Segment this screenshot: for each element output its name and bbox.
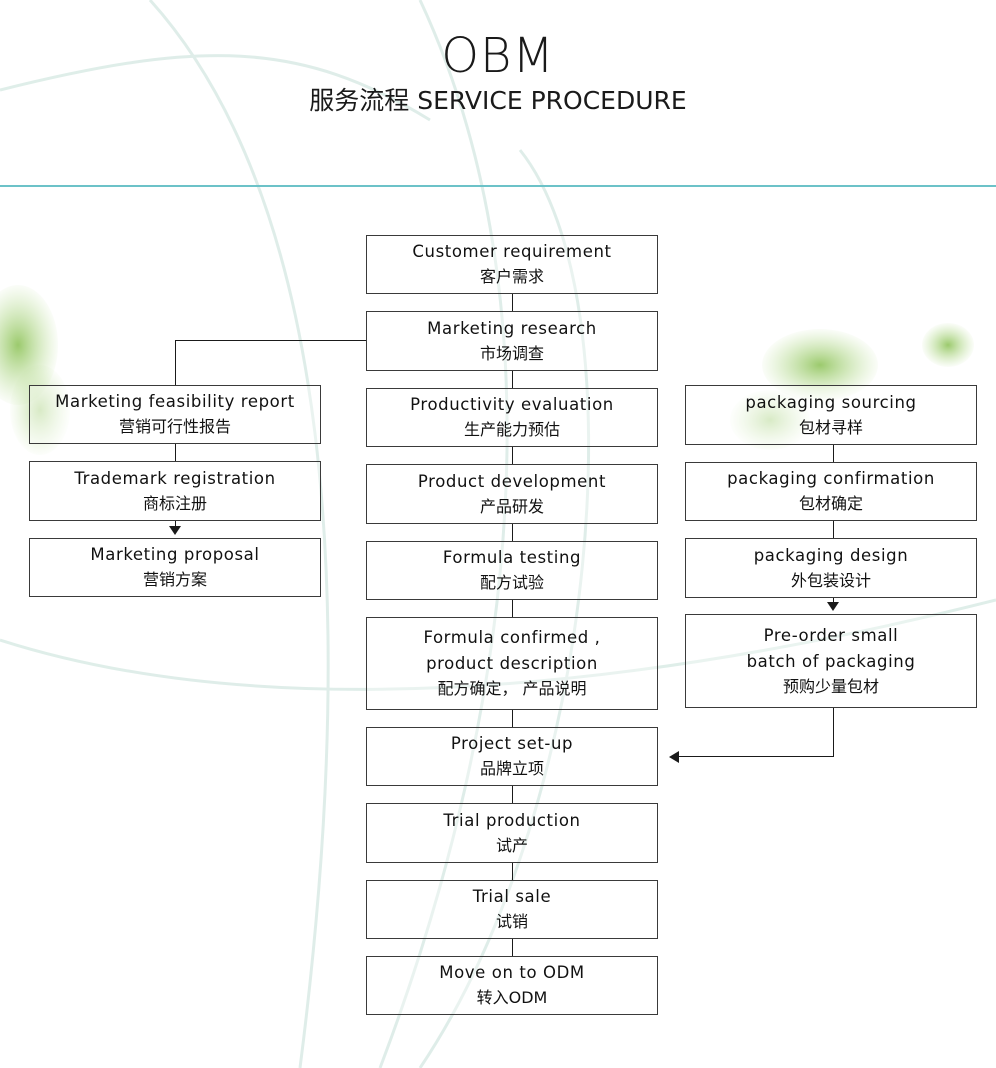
- connector-left-0: [175, 444, 176, 461]
- step-marketing-research: Marketing research 市场调查: [366, 311, 658, 371]
- connector-center-1: [512, 371, 513, 388]
- arrow-down-icon: [827, 602, 839, 611]
- step-label-en: Trial production: [443, 810, 581, 830]
- step-packaging-design: packaging design 外包装设计: [685, 538, 977, 598]
- step-label-en: Move on to ODM: [439, 963, 585, 982]
- step-formula-testing: Formula testing 配方试验: [366, 541, 658, 600]
- step-marketing-feasibility-report: Marketing feasibility report 营销可行性报告: [29, 385, 321, 444]
- step-label-cn: 营销方案: [142, 570, 207, 589]
- step-label-en: packaging confirmation: [727, 469, 935, 488]
- page-title: OBM: [441, 28, 555, 84]
- connector-right-1: [833, 521, 834, 538]
- step-product-development: Product development 产品研发: [366, 464, 658, 524]
- step-productivity-evaluation: Productivity evaluation 生产能力预估: [366, 388, 658, 447]
- step-label-en-line2: batch of packaging: [746, 651, 916, 671]
- arrow-left-icon: [669, 751, 679, 763]
- leaf-right-icon: [730, 323, 974, 450]
- step-packaging-confirmation: packaging confirmation 包材确定: [685, 462, 977, 521]
- step-label-cn: 试产: [495, 835, 528, 855]
- connector-right-exit-horizontal: [678, 756, 834, 757]
- step-label-cn: 品牌立项: [479, 759, 544, 778]
- step-label-en: Marketing proposal: [90, 545, 260, 564]
- step-label-en: Marketing feasibility report: [55, 392, 295, 411]
- step-pre-order-packaging: Pre-order small batch of packaging 预购少量包…: [685, 614, 977, 708]
- step-label-cn: 配方试验: [479, 573, 544, 592]
- connector-center-0: [512, 294, 513, 311]
- connector-right-0: [833, 445, 834, 462]
- step-formula-confirmed: Formula confirmed , product description …: [366, 617, 658, 710]
- step-label-en: Customer requirement: [412, 242, 612, 261]
- step-trademark-registration: Trademark registration 商标注册: [29, 461, 321, 521]
- connector-right-2: [833, 598, 834, 602]
- step-label-cn: 客户需求: [479, 267, 544, 286]
- step-label-cn: 包材确定: [798, 494, 863, 513]
- step-marketing-proposal: Marketing proposal 营销方案: [29, 538, 321, 597]
- connector-center-8: [512, 939, 513, 956]
- step-label-en: Project set-up: [450, 734, 574, 753]
- divider-rule: [0, 185, 996, 187]
- step-label-en: Productivity evaluation: [410, 395, 614, 414]
- step-packaging-sourcing: packaging sourcing 包材寻样: [685, 385, 977, 445]
- connector-left-1: [175, 521, 176, 527]
- step-label-en: Pre-order small: [763, 625, 899, 645]
- step-label-cn: 生产能力预估: [463, 420, 560, 439]
- connector-branch-horizontal: [175, 340, 367, 341]
- step-label-cn: 市场调查: [479, 343, 544, 363]
- arrow-down-icon: [169, 526, 181, 535]
- connector-center-3: [512, 524, 513, 541]
- step-trial-sale: Trial sale 试销: [366, 880, 658, 939]
- step-label-en: Marketing research: [427, 318, 597, 338]
- connector-center-4: [512, 600, 513, 617]
- step-label-cn: 商标注册: [142, 493, 207, 513]
- page-subtitle: 服务流程 SERVICE PROCEDURE: [309, 86, 687, 115]
- leaf-left-icon: [0, 285, 70, 455]
- step-label-en: Formula confirmed ,: [423, 628, 601, 647]
- connector-center-5: [512, 710, 513, 727]
- step-project-setup: Project set-up 品牌立项: [366, 727, 658, 786]
- step-move-to-odm: Move on to ODM 转入ODM: [366, 956, 658, 1015]
- step-label-cn: 预购少量包材: [782, 676, 879, 696]
- step-label-cn: 营销可行性报告: [118, 417, 231, 436]
- connector-center-2: [512, 447, 513, 464]
- connector-center-7: [512, 863, 513, 880]
- step-label-cn: 试销: [495, 912, 528, 931]
- step-label-en: Trademark registration: [74, 468, 276, 488]
- connector-branch-vertical: [175, 340, 176, 385]
- step-label-cn: 包材寻样: [798, 417, 863, 437]
- step-customer-requirement: Customer requirement 客户需求: [366, 235, 658, 294]
- step-label-cn: 转入ODM: [476, 988, 548, 1007]
- step-trial-production: Trial production 试产: [366, 803, 658, 863]
- connector-right-exit-vertical: [833, 708, 834, 757]
- step-label-en: Product development: [417, 471, 607, 491]
- step-label-cn: 外包装设计: [790, 570, 871, 590]
- step-label-en: Trial sale: [472, 887, 552, 906]
- step-label-en: packaging design: [753, 545, 909, 565]
- step-label-en-line2: product description: [426, 654, 598, 673]
- step-label-en: packaging sourcing: [745, 392, 917, 412]
- step-label-cn: 配方确定， 产品说明: [437, 679, 587, 698]
- step-label-en: Formula testing: [442, 548, 582, 567]
- connector-center-6: [512, 786, 513, 803]
- step-label-cn: 产品研发: [479, 496, 544, 516]
